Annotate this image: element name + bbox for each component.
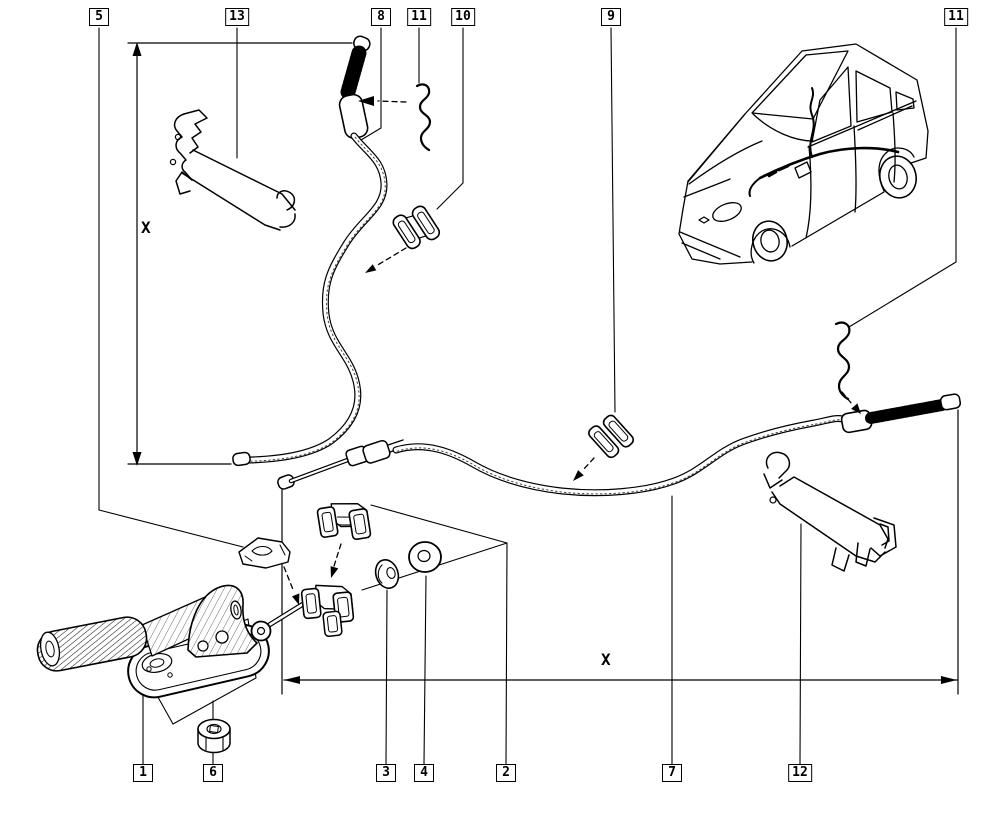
van-front-door-window [811,66,852,143]
handbrake-lever-assembly [36,584,311,699]
equalizer-block-2 [316,502,372,541]
van-cable-route [758,146,900,180]
bushing-4 [408,541,442,573]
dimension-x-vertical-label: X [141,218,151,237]
van-sliding-door-window [855,70,893,123]
arrow-clip10 [365,264,377,273]
callout-8: 8 [371,8,391,26]
van-logo [698,216,710,224]
callout-13: 13 [225,8,249,26]
leader-3 [385,589,388,765]
handbrake-grip [36,616,148,672]
arrowhead-down [132,452,142,466]
cable-end-ball-bottom [232,451,251,467]
callout-10: 10 [451,8,475,26]
van-front-wheel [752,220,788,262]
leader-2 [370,504,508,765]
van-bumper-lines [679,231,741,260]
callout-1: 1 [133,764,153,782]
main-end-ball [939,393,962,411]
van-illustration [678,43,929,265]
cable-left-rear [232,35,388,467]
arrow-clip11-left [358,96,374,106]
leader-8 [360,27,382,141]
leader-10 [436,27,464,210]
dimension-x-horizontal [281,409,959,695]
dimension-x-vertical [127,42,353,466]
callout-6: 6 [203,764,223,782]
main-sheath-texture [396,419,847,495]
leader-9 [610,27,616,413]
callout-11-left: 11 [407,8,431,26]
cable-spring-section [340,45,367,100]
arrow-clip9 [573,470,584,481]
van-windshield [751,50,849,120]
van-mirror [794,161,812,179]
arrowhead-left [284,676,300,684]
callout-12: 12 [788,764,812,782]
nut-6 [197,718,231,754]
callout-7: 7 [662,764,682,782]
callout-5: 5 [89,8,109,26]
van-beltline [807,100,917,148]
clip-11-left [415,83,432,152]
bracket-12 [763,451,897,572]
bracket-13 [169,109,296,231]
leader-12 [799,523,802,765]
leader-5 [98,27,244,548]
equalizer-block-installed [300,584,355,638]
arrow-equalizer [330,566,339,578]
lever-rod-clevis [250,620,272,642]
cable-sheath-outline [246,132,388,464]
callout-3: 3 [376,764,396,782]
cable-sheath-texture [250,136,386,462]
leader-11-right [848,27,957,328]
callout-11-right: 11 [944,8,968,26]
van-rear-window [895,91,915,111]
arrowhead-up [132,42,142,56]
arrow-cover5 [292,593,300,605]
arrowhead-right [941,676,957,684]
leader-4 [423,575,427,765]
van-door-seam [805,145,812,239]
main-threaded-section [865,399,948,424]
callout-2: 2 [496,764,516,782]
callout-4: 4 [414,764,434,782]
installation-arrows [283,96,861,605]
clip-11-right [834,321,851,401]
arrow-clip11-right [851,403,861,414]
cable-main [277,393,962,497]
van-headlight [712,202,742,222]
callout-9: 9 [601,8,621,26]
dimension-x-horizontal-label: X [601,650,611,669]
clip-9 [588,414,635,459]
grommet-3 [374,558,400,590]
cover-5 [238,537,291,569]
clip-10 [392,205,441,250]
van-cable-route-up [809,87,815,158]
van-rear-wheel [879,155,917,199]
lever-mechanism-housing [187,584,258,658]
